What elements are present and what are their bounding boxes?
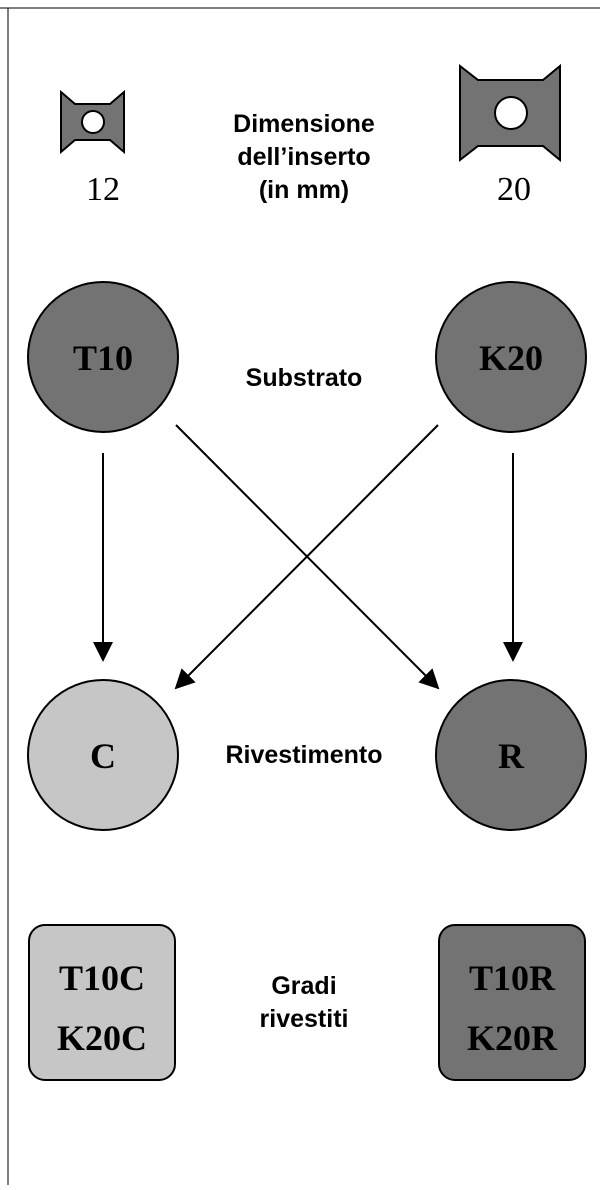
arrow-k20-to-c [174,424,439,690]
insert-20-label: 20 [497,171,531,208]
coating-c-node [27,679,179,831]
insert-12-hole [81,110,105,134]
coated-grades-c-box [28,924,176,1081]
coated-grades-caption: Gradi rivestiti [259,972,349,1033]
coated-grade-t10c-label: T10C [59,958,145,998]
substrate-k20-node [435,281,587,433]
substrate-k20-label: K20 [479,338,543,378]
coating-r-label: R [498,736,525,776]
insert-12-label: 12 [86,171,120,208]
insert-20-hole [494,96,528,130]
coated-grade-k20r-label: K20R [467,1018,558,1058]
coated-grade-t10r-label: T10R [469,958,556,998]
substrate-t10-label: T10 [73,338,133,378]
coating-c-label: C [90,736,116,776]
coating-r-node [435,679,587,831]
substrate-caption: Substrato [245,364,363,392]
coating-caption: Rivestimento [225,741,383,769]
insert-size-caption: Dimensione dell’inserto (in mm) [233,110,375,204]
substrate-t10-node [27,281,179,433]
coated-grade-k20c-label: K20C [57,1018,147,1058]
coated-grades-r-box [438,924,586,1081]
